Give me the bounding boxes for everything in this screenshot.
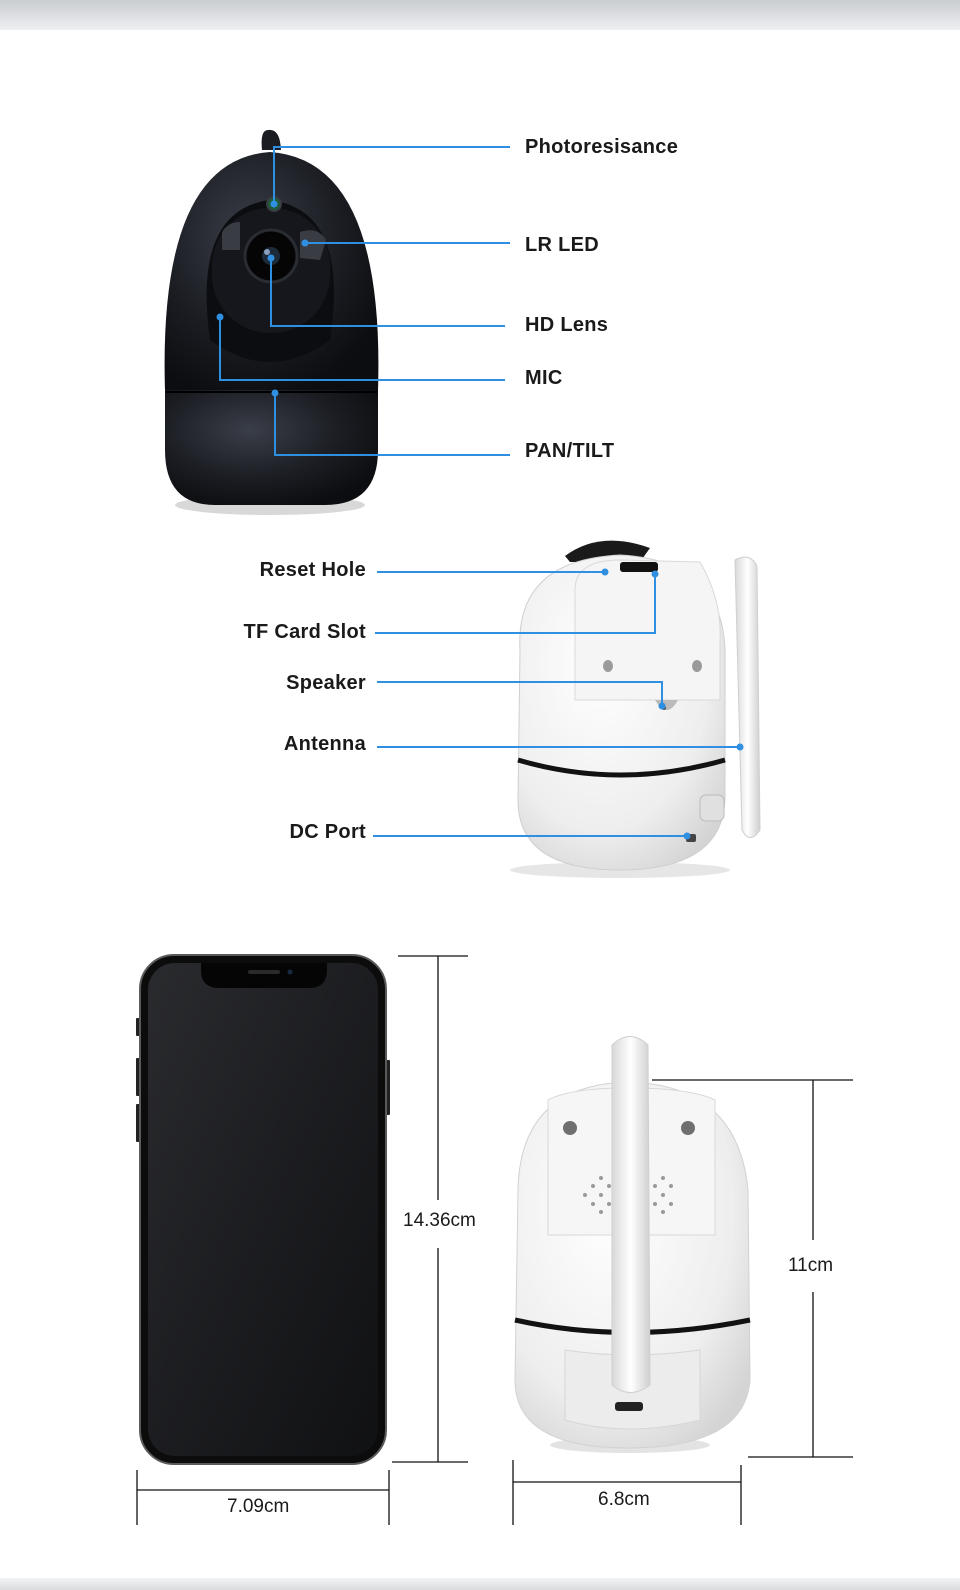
bottom-border-strip [0,1578,960,1590]
label-dc-port: DC Port [289,821,366,843]
front-callout-lines [219,146,510,456]
label-pan-tilt: PAN/TILT [525,440,615,462]
label-tf-card-slot: TF Card Slot [243,621,366,643]
white-camera-back [510,540,761,878]
smartphone [136,954,390,1465]
phone-width-label: 7.09cm [227,1496,290,1517]
label-speaker: Speaker [286,672,366,694]
top-border-strip [0,0,960,30]
camera-height-label: 11cm [788,1255,834,1276]
label-antenna: Antenna [283,733,366,755]
label-mic: MIC [525,367,563,389]
phone-height-label: 14.36cm [403,1210,476,1231]
label-hd-lens: HD Lens [525,314,609,336]
label-lr-led: LR LED [525,234,600,256]
front-callout-dots [216,200,309,397]
back-callout-lines [373,571,740,837]
white-camera-size-view [514,1036,751,1453]
back-callout-dots [601,568,744,840]
label-reset-hole: Reset Hole [259,559,366,581]
camera-width-label: 6.8cm [598,1489,650,1510]
label-photoresistance: Photoresisance [525,136,679,158]
dimension-lines [136,955,853,1525]
